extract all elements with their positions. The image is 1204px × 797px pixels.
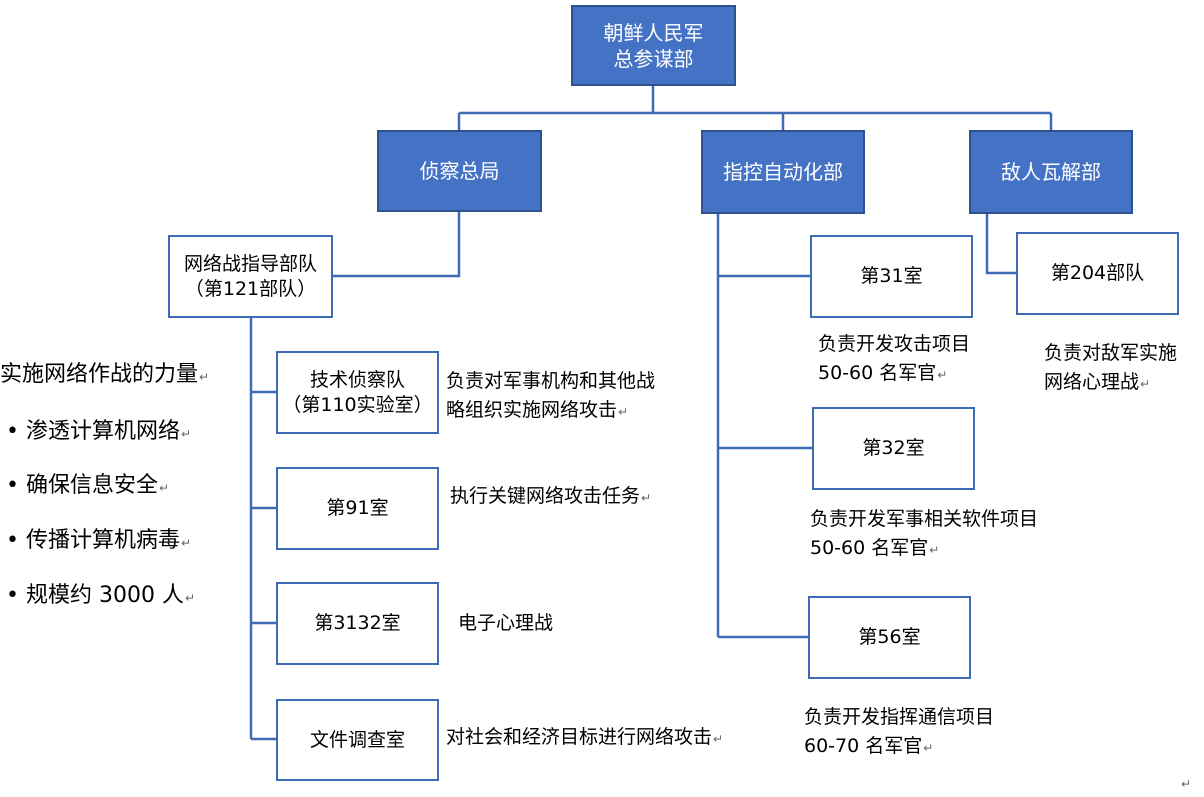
room91-desc: 执行关键网络攻击任务 (450, 485, 641, 507)
force-item-text: 传播计算机病毒 (25, 528, 180, 553)
room56-desc-line1: 负责开发指挥通信项目 (804, 706, 995, 728)
tech-desc-line1: 负责对军事机构和其他战 (446, 370, 656, 392)
paragraph-mark: ↵ (923, 741, 934, 756)
paragraph-mark: ↵ (199, 370, 210, 384)
connector-recon-unit121 (333, 212, 461, 278)
bullet-dot: • (6, 473, 19, 498)
paragraph-mark: ↵ (713, 732, 724, 746)
paragraph-mark: ↵ (181, 427, 192, 441)
dept-enemy-label: 敌人瓦解部 (1001, 160, 1101, 184)
bullet-dot: • (6, 419, 19, 444)
docs-label: 文件调查室 (309, 728, 405, 751)
docs-description: 对社会和经济目标进行网络攻击↵ (446, 723, 723, 752)
paragraph-mark: ↵ (1181, 777, 1192, 791)
room31-desc-line1: 负责开发攻击项目 (818, 333, 971, 355)
unit204-node: 第204部队 (1016, 232, 1179, 315)
paragraph-mark: ↵ (184, 591, 196, 605)
doc-investigation-node: 文件调查室 (276, 699, 439, 781)
paragraph-mark: ↵ (641, 491, 652, 505)
room31-desc-line2: 50-60 名军官 (818, 362, 937, 385)
force-list-heading: 实施网络作战的力量↵ (0, 356, 209, 388)
room31-node: 第31室 (810, 235, 973, 318)
room91-description: 执行关键网络攻击任务↵ (450, 482, 651, 511)
connector-enemy-u204 (985, 214, 1016, 275)
paragraph-mark: ↵ (1140, 377, 1151, 392)
bullet-dot: • (6, 528, 19, 553)
dept-enemy: 敌人瓦解部 (969, 130, 1133, 214)
paragraph-mark: ↵ (618, 405, 629, 420)
force-item-text: 规模约 3000 人 (25, 583, 184, 608)
room32-description: 负责开发军事相关软件项目 50-60 名军官↵ (810, 505, 1038, 564)
unit121-line2: （第121部队） (184, 277, 317, 300)
room31-description: 负责开发攻击项目 50-60 名军官↵ (818, 330, 970, 389)
force-list-item: • 渗透计算机网络↵ (6, 413, 191, 445)
room56-desc-line2: 60-70 名军官 (804, 735, 923, 758)
tech-line2: （第110实验室） (282, 393, 433, 416)
paragraph-mark: ↵ (159, 481, 170, 495)
root-line2: 总参谋部 (613, 46, 694, 71)
unit204-label: 第204部队 (1050, 262, 1145, 285)
unit121-line1: 网络战指导部队 (183, 252, 317, 275)
paragraph-mark: ↵ (929, 543, 940, 558)
room56-label: 第56室 (858, 626, 921, 649)
docs-desc: 对社会和经济目标进行网络攻击 (446, 726, 713, 748)
paragraph-mark: ↵ (181, 536, 192, 550)
force-item-text: 确保信息安全 (25, 473, 158, 498)
room91-label: 第91室 (326, 497, 389, 520)
tech-description: 负责对军事机构和其他战 略组织实施网络攻击↵ (446, 367, 655, 426)
unit204-desc-line2: 网络心理战 (1044, 371, 1140, 394)
force-list-item: • 确保信息安全↵ (6, 467, 169, 499)
room3132-label: 第3132室 (314, 612, 401, 635)
root-node: 朝鲜人民军 总参谋部 (571, 5, 736, 86)
room32-desc-line2: 50-60 名军官 (810, 537, 929, 560)
dept-recon-label: 侦察总局 (419, 159, 500, 183)
dept-recon: 侦察总局 (377, 130, 542, 212)
room31-label: 第31室 (860, 265, 923, 288)
bullet-dot: • (6, 583, 19, 608)
room56-node: 第56室 (808, 596, 971, 679)
room32-desc-line1: 负责开发军事相关软件项目 (810, 508, 1039, 530)
unit121-node: 网络战指导部队 （第121部队） (168, 235, 333, 318)
root-line1: 朝鲜人民军 (603, 20, 704, 45)
room3132-desc: 电子心理战 (458, 612, 554, 634)
dept-command-label: 指控自动化部 (723, 160, 843, 184)
force-list-item: • 传播计算机病毒↵ (6, 522, 191, 554)
room91-node: 第91室 (276, 467, 439, 550)
room3132-node: 第3132室 (276, 582, 439, 665)
unit204-desc-line1: 负责对敌军实施 (1044, 342, 1178, 364)
tech-recon-node: 技术侦察队 （第110实验室） (276, 351, 439, 434)
tech-desc-line2: 略组织实施网络攻击 (446, 399, 618, 422)
room32-label: 第32室 (862, 437, 925, 460)
paragraph-mark: ↵ (937, 368, 948, 383)
force-heading-text: 实施网络作战的力量 (0, 362, 199, 387)
force-list-item: • 规模约 3000 人↵ (6, 577, 195, 609)
room32-node: 第32室 (812, 407, 975, 490)
force-item-text: 渗透计算机网络 (25, 419, 180, 444)
room56-description: 负责开发指挥通信项目 60-70 名军官↵ (804, 703, 994, 762)
dept-command: 指控自动化部 (701, 130, 865, 214)
end-paragraph-mark: ↵ (1180, 768, 1191, 797)
unit204-description: 负责对敌军实施 网络心理战↵ (1044, 339, 1177, 398)
tech-line1: 技术侦察队 (309, 368, 405, 391)
room3132-description: 电子心理战 (458, 609, 553, 638)
